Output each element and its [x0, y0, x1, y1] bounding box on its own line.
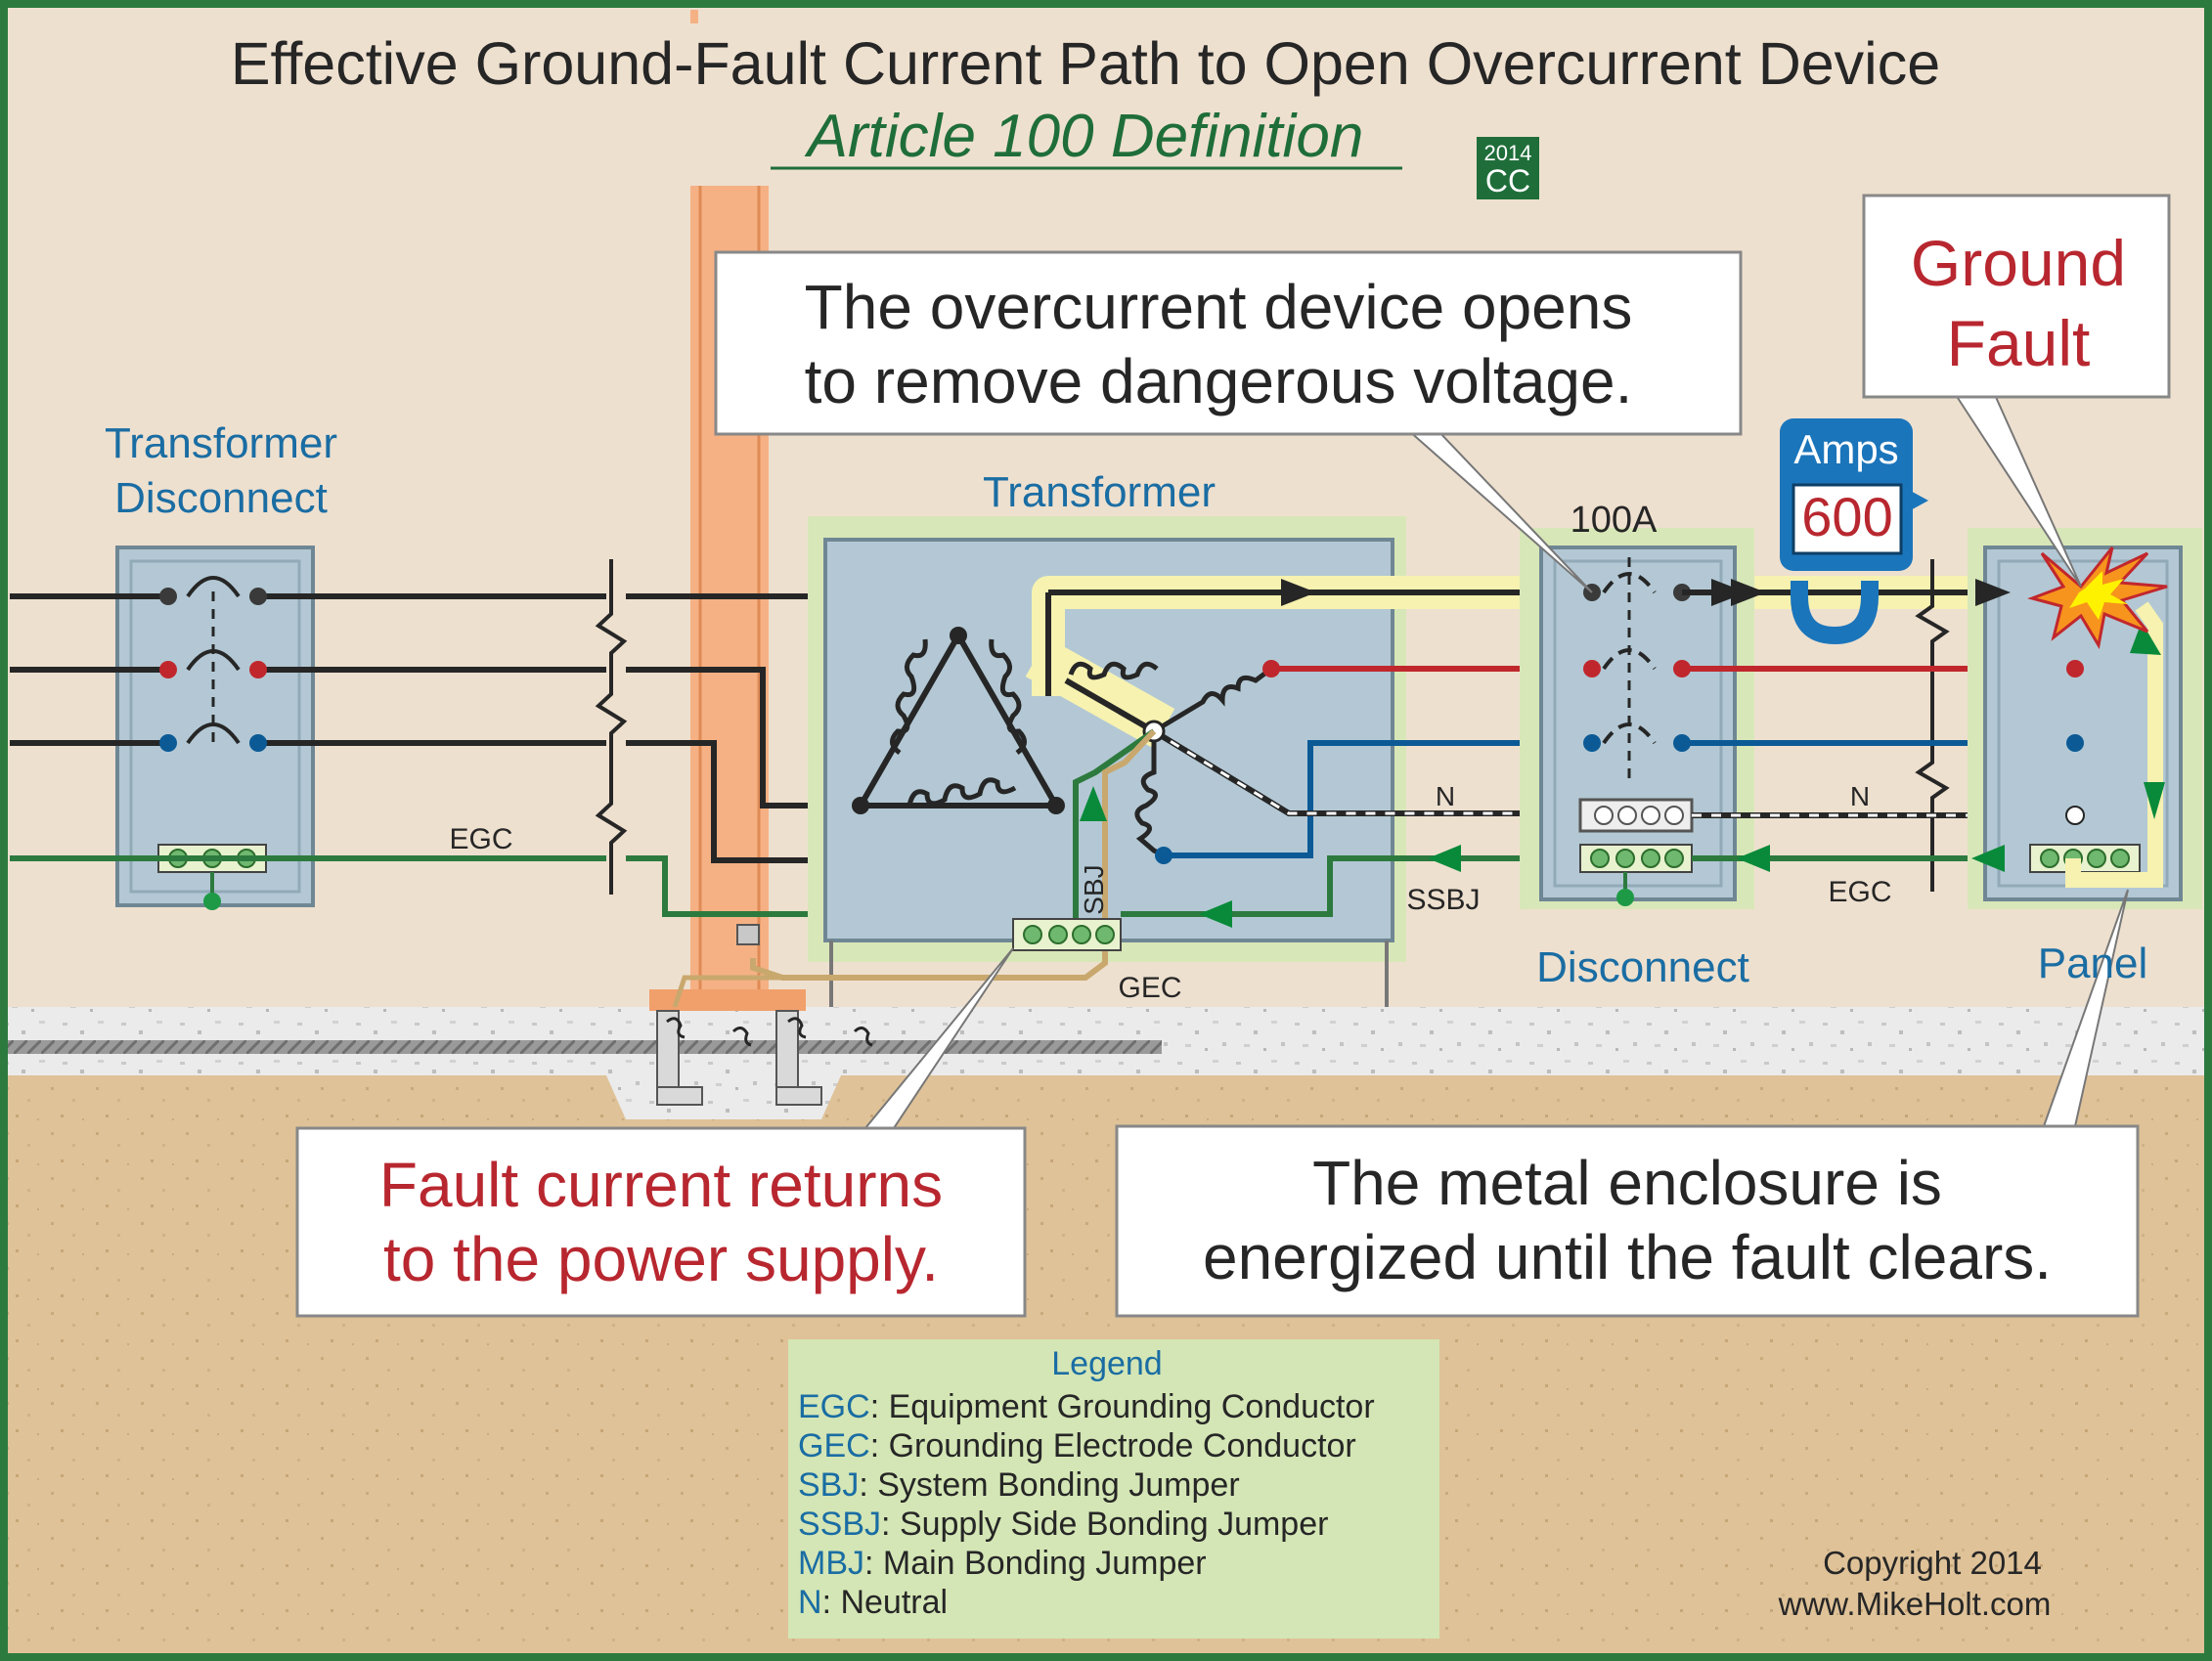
- phase-terminals-left: [159, 588, 267, 752]
- supply-conductors: [10, 593, 606, 861]
- returns-callout-line-1: Fault current returns: [379, 1150, 943, 1220]
- legend-item: MBJ: Main Bonding Jumper: [798, 1545, 1207, 1582]
- ground-fault-spark-core: [2069, 571, 2128, 620]
- gec-label: GEC: [1118, 972, 1181, 1004]
- egc-right-label: EGC: [1828, 876, 1891, 908]
- break-symbol-right: [1915, 559, 1950, 892]
- transformer-disconnect-enclosure: [115, 546, 315, 910]
- enclosure-callout-box: [1115, 1124, 2140, 1318]
- rating-label: 100A: [1571, 500, 1658, 541]
- copyright-line-2: www.MikeHolt.com: [1778, 1586, 2052, 1622]
- fault-callout-box: [1862, 194, 2171, 399]
- fault-callout-line-1: Ground: [1911, 227, 2126, 299]
- delta-winding: [855, 629, 1062, 809]
- neutral-label-1: N: [1436, 781, 1455, 811]
- enclosure-callout-line-1: The metal enclosure is: [1312, 1148, 1942, 1218]
- phase-c-secondary: [1164, 740, 1592, 858]
- meter-reading: 600: [1801, 486, 1892, 547]
- wye-winding: [1045, 592, 1273, 858]
- egc-left-label: EGC: [449, 823, 512, 855]
- fault-current-arrows: [1080, 579, 2165, 928]
- page-subtitle: Article 100 Definition: [804, 103, 1364, 170]
- enclosure-callout-line-2: energized until the fault clears.: [1203, 1222, 2052, 1292]
- neutral-secondary-dash: [1153, 729, 1592, 815]
- ground-rod-clamps: [666, 1017, 873, 1047]
- neutral-label-2: N: [1850, 781, 1870, 811]
- ssbj-label: SSBJ: [1406, 884, 1480, 916]
- panel-fault-return: [2065, 601, 2163, 888]
- returns-callout-box: [295, 1126, 1027, 1318]
- ammeter: [1780, 418, 1928, 645]
- fault-path-highlight-coil: [1025, 636, 1175, 749]
- panel-label: Panel: [2038, 940, 2148, 987]
- legend-item: N: Neutral: [798, 1584, 948, 1621]
- phase-c-node: [1155, 847, 1172, 864]
- transformer-terminal-bar: [1012, 918, 1122, 951]
- fault-callout-line-2: Fault: [1947, 307, 2091, 379]
- returns-callout-line-2: to the power supply.: [383, 1224, 939, 1294]
- gec-to-rods: [672, 975, 782, 1008]
- phase-b-node: [1262, 660, 1280, 678]
- break-symbol-left: [595, 559, 628, 895]
- badge-year: 2014: [1484, 141, 1532, 165]
- legend-item: EGC: Equipment Grounding Conductor: [798, 1388, 1375, 1425]
- disconnect-enclosure: [1539, 546, 1737, 906]
- gec-conductor: [750, 728, 1157, 981]
- opens-callout-line-1: The overcurrent device opens: [805, 272, 1633, 342]
- sbj-label: SBJ: [1079, 864, 1109, 914]
- sbj-conductor: [1073, 728, 1156, 934]
- transformer-label: Transformer: [983, 468, 1216, 516]
- code-badge: [1477, 137, 1539, 199]
- badge-code: CC: [1485, 163, 1530, 198]
- copyright-line-1: Copyright 2014: [1823, 1545, 2042, 1581]
- legend-title: Legend: [1051, 1345, 1162, 1382]
- opens-callout-line-2: to remove dangerous voltage.: [805, 346, 1633, 416]
- underground-conduit: [8, 1040, 1162, 1054]
- legend-item: SBJ: System Bonding Jumper: [798, 1466, 1240, 1504]
- transformer-stand: [829, 940, 1389, 1007]
- opens-callout-box: [714, 250, 1743, 436]
- delta-nodes: [852, 627, 1065, 814]
- meter-label: Amps: [1793, 426, 1898, 472]
- legend-box: [788, 1339, 1439, 1639]
- page-title: Effective Ground-Fault Current Path to O…: [231, 30, 1940, 97]
- legend-item: GEC: Grounding Electrode Conductor: [798, 1427, 1356, 1464]
- legend-item: SSBJ: Supply Side Bonding Jumper: [798, 1506, 1328, 1543]
- transformer-disconnect-label-1: Transformer: [105, 419, 337, 467]
- transformer-disconnect-label-2: Disconnect: [114, 474, 328, 522]
- disconnect-label: Disconnect: [1536, 943, 1749, 991]
